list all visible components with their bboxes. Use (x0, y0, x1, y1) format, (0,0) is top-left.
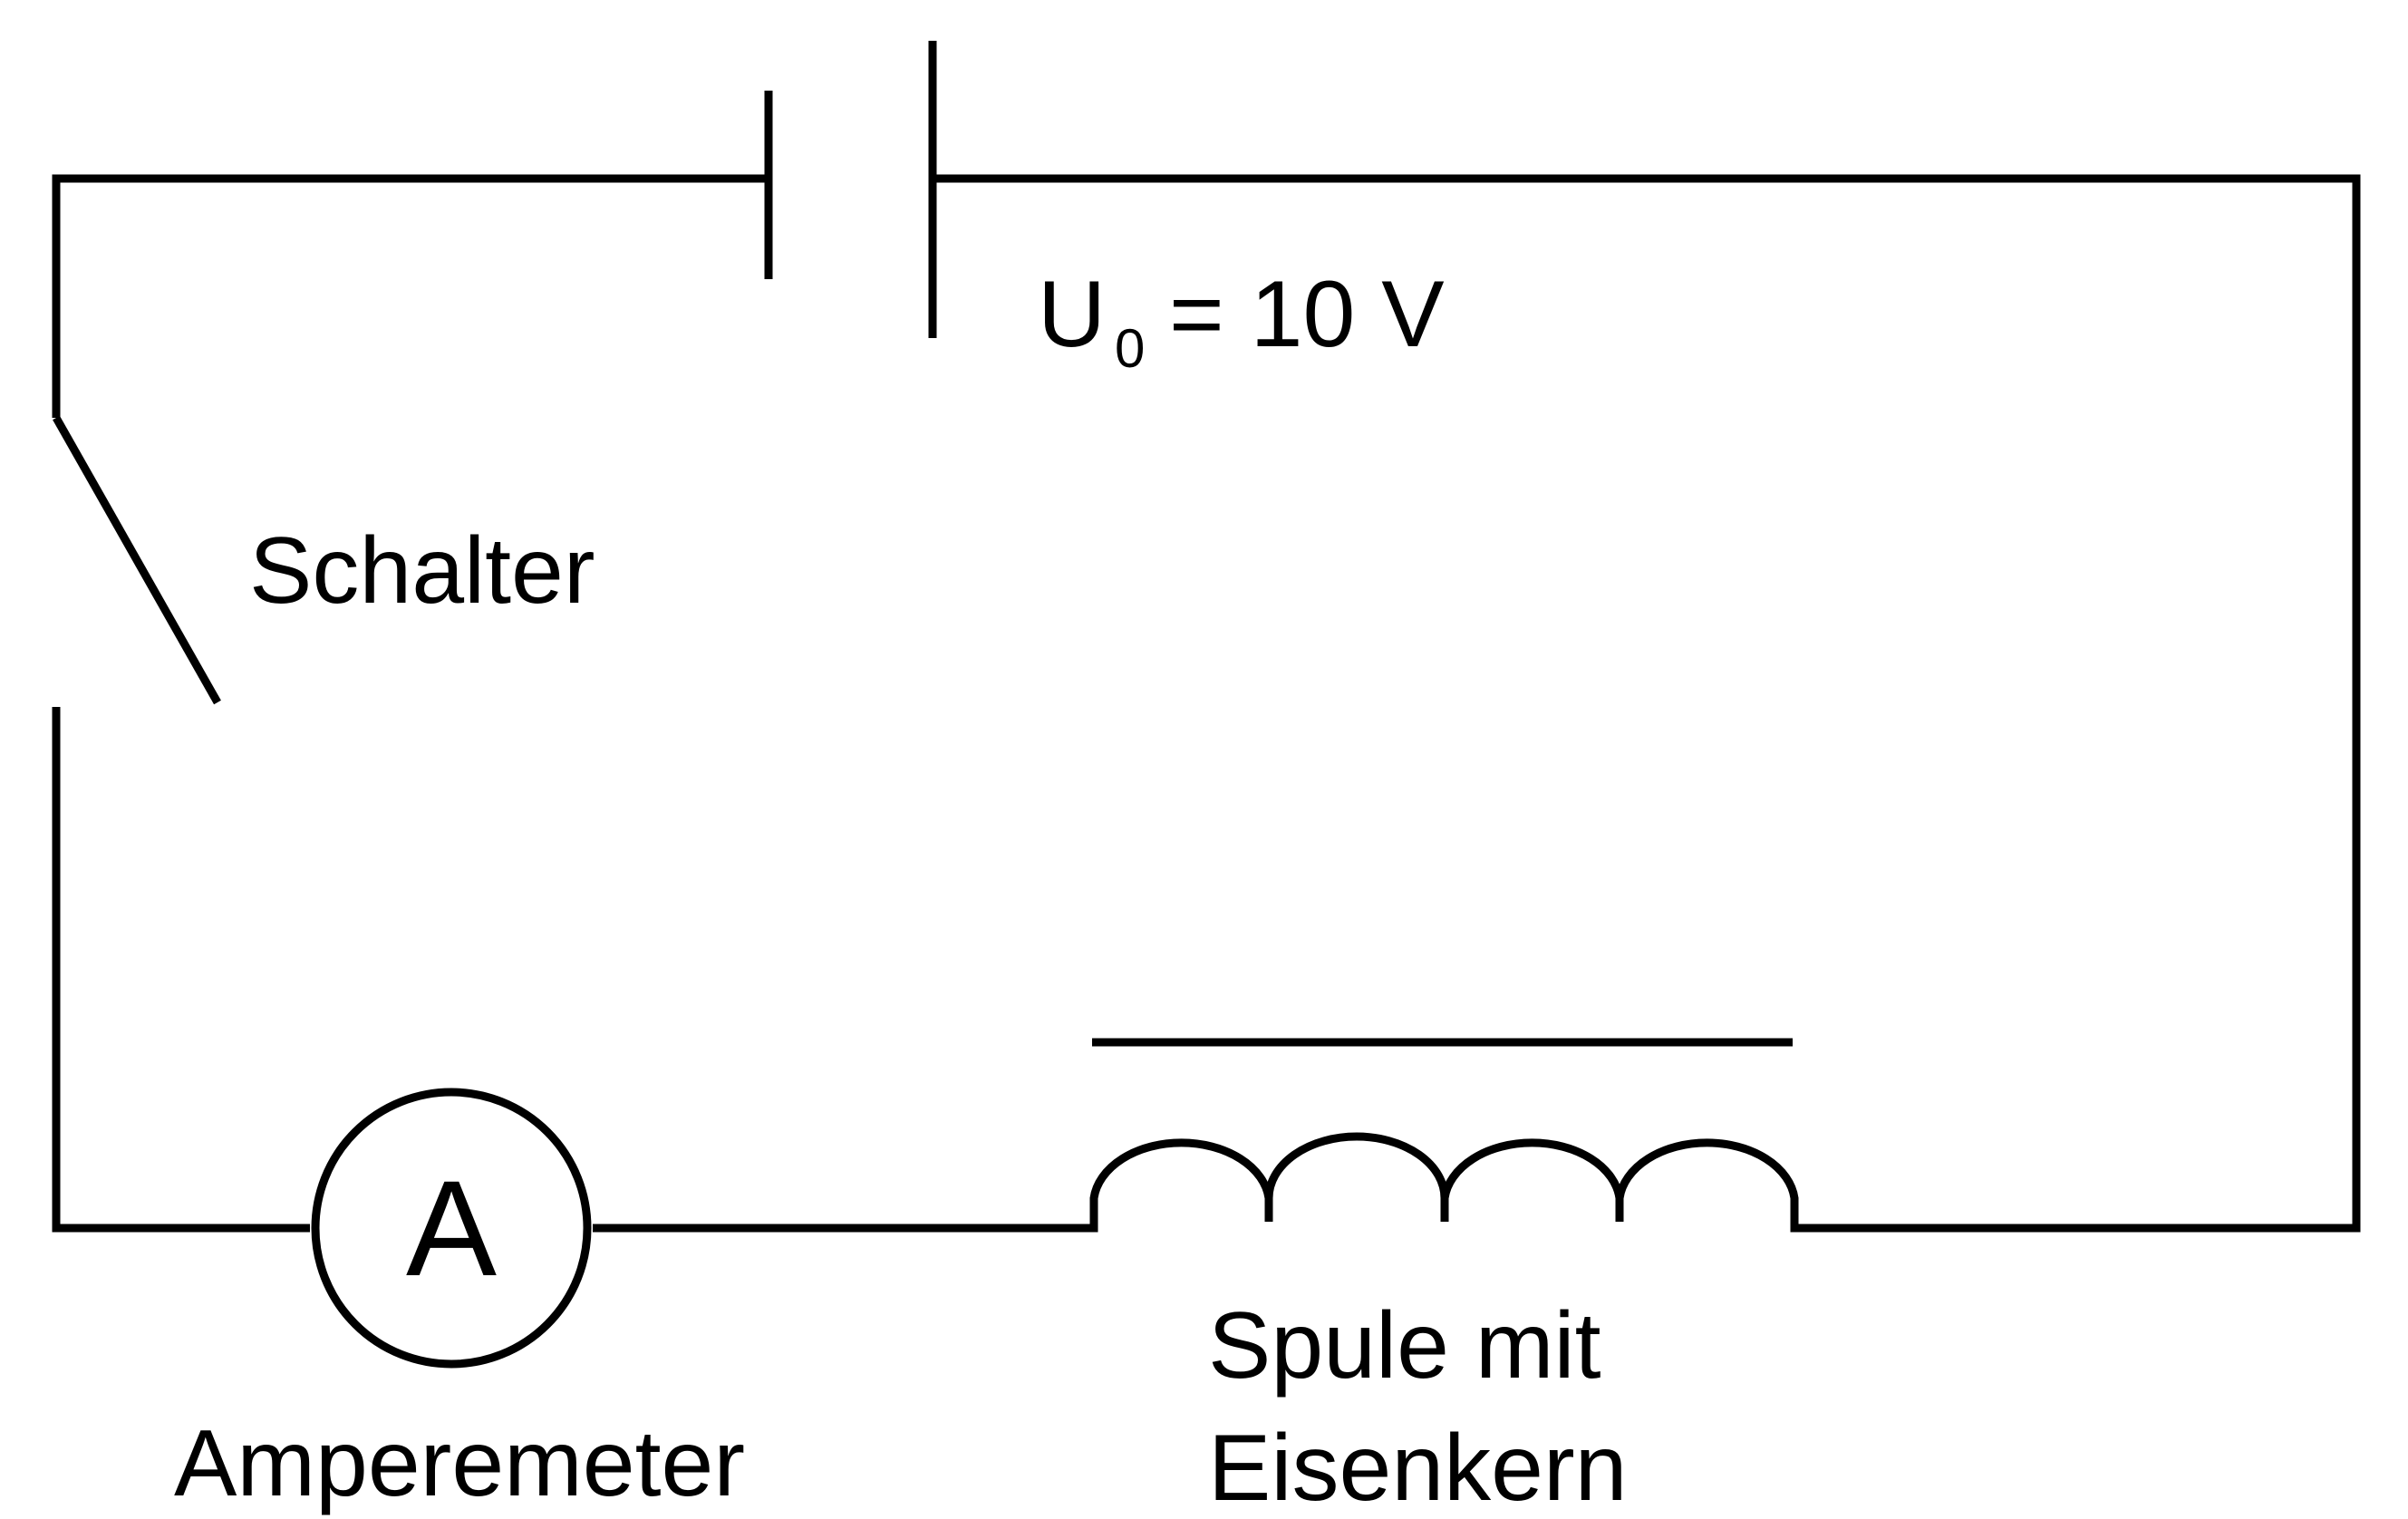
coil-label-line1: Spule mit (1208, 1293, 1601, 1398)
wire-top-right (933, 174, 2361, 1233)
circuit-wires (52, 174, 2361, 1233)
wire-top-left (52, 174, 769, 418)
voltage-subscript: 0 (1115, 318, 1145, 379)
voltage-symbol: U (1038, 262, 1106, 367)
ammeter-label: Amperemeter (174, 1411, 745, 1516)
switch-blade (53, 415, 221, 705)
ammeter-circle (311, 1088, 592, 1369)
switch-label: Schalter (249, 518, 595, 624)
coil-with-iron-core (962, 1038, 1921, 1233)
ammeter-symbol: A (406, 1152, 497, 1304)
coil-label-line2: Eisenkern (1208, 1416, 1627, 1519)
voltage-value: = 10 V (1169, 262, 1445, 367)
wire-left-lower (52, 707, 310, 1233)
ammeter: A (311, 1088, 592, 1369)
coil-windings (962, 1132, 1921, 1233)
voltage-label: U 0 = 10 V (1038, 262, 1445, 379)
battery-symbol (764, 41, 937, 338)
